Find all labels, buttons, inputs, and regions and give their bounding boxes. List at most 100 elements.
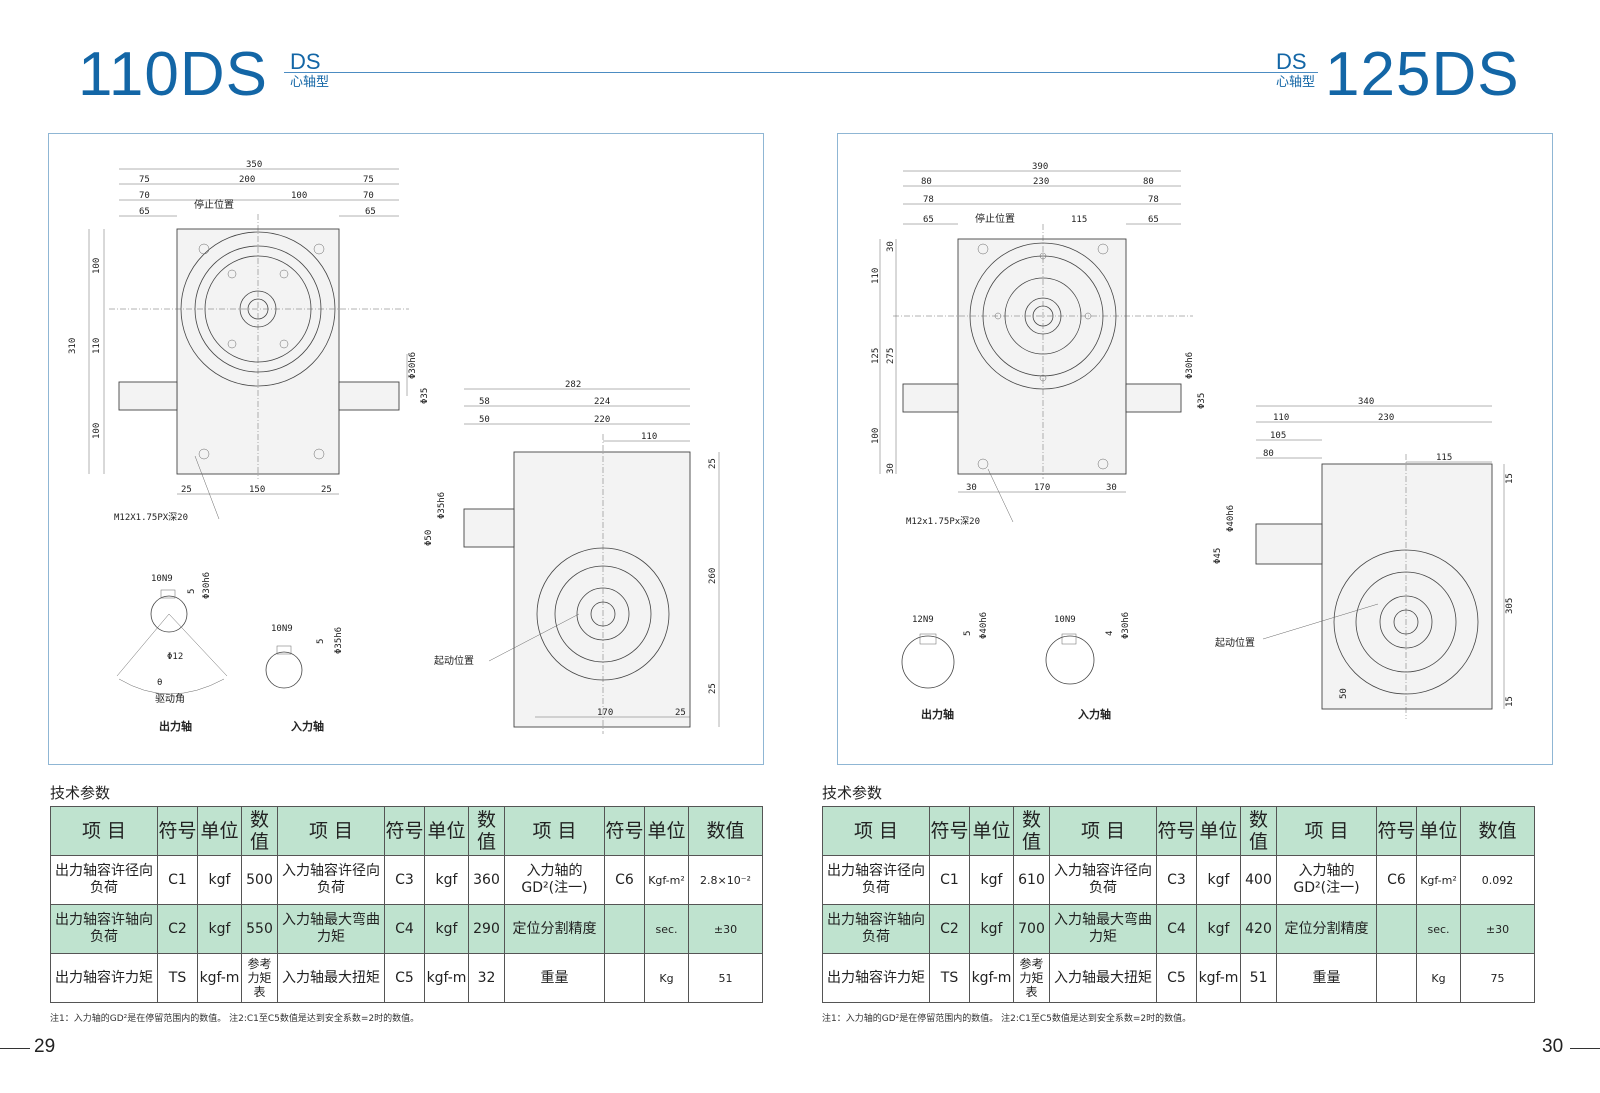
svg-text:80: 80 <box>921 177 932 187</box>
svg-text:5: 5 <box>187 589 197 594</box>
stop-position-label: 停止位置 <box>194 198 234 211</box>
svg-text:282: 282 <box>565 380 581 390</box>
svg-text:75: 75 <box>139 175 150 185</box>
svg-text:305: 305 <box>1505 598 1515 614</box>
type-label: 心轴型 <box>290 74 330 89</box>
start-position-label: 起动位置 <box>434 654 474 667</box>
series-label: DS <box>1276 49 1307 74</box>
svg-text:110: 110 <box>92 338 102 354</box>
svg-text:Φ35: Φ35 <box>420 388 430 404</box>
page-number-rule <box>0 1048 30 1049</box>
svg-text:80: 80 <box>1143 177 1154 187</box>
svg-text:78: 78 <box>1148 195 1159 205</box>
svg-text:30: 30 <box>886 241 896 252</box>
page-number-rule <box>1570 1048 1600 1049</box>
svg-text:100: 100 <box>92 258 102 274</box>
svg-text:Φ30h6: Φ30h6 <box>408 352 418 379</box>
drawing-panel: 350 75 200 75 70 100 70 65 65 停止位置 310 1… <box>48 133 764 765</box>
svg-text:220: 220 <box>594 415 610 425</box>
input-shaft-label: 入力轴 <box>291 719 324 733</box>
svg-text:25: 25 <box>181 485 192 495</box>
tech-params-title: 技术参数 <box>822 784 883 802</box>
technical-drawing: 350 75 200 75 70 100 70 65 65 停止位置 310 1… <box>68 160 720 734</box>
svg-text:75: 75 <box>363 175 374 185</box>
type-label: 心轴型 <box>1276 74 1316 89</box>
svg-text:30: 30 <box>886 463 896 474</box>
table-row: 出力轴容许径向负荷 C1 kgf 610 入力轴容许径向负荷 C3 kgf 40… <box>822 855 1535 905</box>
table-row: 出力轴容许力矩 TS kgf-m 参考力矩表 入力轴最大扭矩 C5 kgf-m … <box>50 953 763 1003</box>
svg-text:100: 100 <box>871 428 881 444</box>
svg-text:230: 230 <box>1378 413 1394 423</box>
output-shaft-label: 出力轴 <box>159 719 192 733</box>
svg-text:170: 170 <box>1034 483 1050 493</box>
output-shaft-label: 出力轴 <box>921 707 954 721</box>
svg-text:25: 25 <box>675 708 686 718</box>
stop-position-label: 停止位置 <box>975 212 1015 225</box>
svg-text:5: 5 <box>316 639 326 644</box>
svg-text:Φ40h6: Φ40h6 <box>979 612 989 639</box>
spec-table: 项 目 符号 单位 数值 项 目 符号 单位 数值 项 目 符号 单位 数值 出… <box>50 806 763 1003</box>
svg-text:4: 4 <box>1105 631 1115 636</box>
svg-text:170: 170 <box>597 708 613 718</box>
svg-text:200: 200 <box>239 175 255 185</box>
svg-text:Φ35h6: Φ35h6 <box>334 627 344 654</box>
model-subtitle: DS 心轴型 <box>1276 50 1315 90</box>
svg-text:390: 390 <box>1032 162 1048 172</box>
svg-text:110: 110 <box>871 268 881 284</box>
svg-text:310: 310 <box>68 338 78 354</box>
table-row: 出力轴容许轴向负荷 C2 kgf 700 入力轴最大弯曲力矩 C4 kgf 42… <box>822 904 1535 954</box>
svg-text:70: 70 <box>139 191 150 201</box>
svg-text:Φ30h6: Φ30h6 <box>1185 352 1195 379</box>
page-number: 29 <box>34 1036 56 1057</box>
thread-label: M12X1.75PX深20 <box>114 512 188 523</box>
svg-text:224: 224 <box>594 397 610 407</box>
drive-angle-label: 驱动角 <box>155 693 185 705</box>
table-row: 出力轴容许径向负荷 C1 kgf 500 入力轴容许径向负荷 C3 kgf 36… <box>50 855 763 905</box>
svg-text:Φ35: Φ35 <box>1197 393 1207 409</box>
svg-text:260: 260 <box>708 568 718 584</box>
table-row: 出力轴容许力矩 TS kgf-m 参考力矩表 入力轴最大扭矩 C5 kgf-m … <box>822 953 1535 1003</box>
dim-text: 350 <box>246 160 262 170</box>
input-shaft-right <box>338 381 400 411</box>
footnote: 注1：入力轴的GD²是在停留范围内的数值。 注2:C1至C5数值是达到安全系数=… <box>50 1014 420 1024</box>
svg-text:125: 125 <box>871 348 881 364</box>
series-label: DS <box>290 49 321 74</box>
input-shaft-left <box>902 383 959 413</box>
table-header-row: 项 目 符号 单位 数值 项 目 符号 单位 数值 项 目 符号 单位 数值 <box>50 806 763 856</box>
svg-text:15: 15 <box>1505 473 1515 484</box>
svg-text:340: 340 <box>1358 397 1374 407</box>
technical-drawing: 390 80 230 80 78 115 78 65 65 停止位置 30 11… <box>871 162 1515 721</box>
svg-text:Φ50: Φ50 <box>424 530 434 546</box>
svg-text:150: 150 <box>249 485 265 495</box>
svg-text:65: 65 <box>1148 215 1159 225</box>
thread-label: M12x1.75Px深20 <box>906 516 980 527</box>
svg-text:15: 15 <box>1505 696 1515 707</box>
svg-text:70: 70 <box>363 191 374 201</box>
svg-text:100: 100 <box>92 423 102 439</box>
svg-text:115: 115 <box>1071 215 1087 225</box>
table-row: 出力轴容许轴向负荷 C2 kgf 550 入力轴最大弯曲力矩 C4 kgf 29… <box>50 904 763 954</box>
svg-text:230: 230 <box>1033 177 1049 187</box>
spec-table: 项 目 符号 单位 数值 项 目 符号 单位 数值 项 目 符号 单位 数值 出… <box>822 806 1535 1003</box>
svg-text:Φ35h6: Φ35h6 <box>437 492 447 519</box>
drawing-panel: 390 80 230 80 78 115 78 65 65 停止位置 30 11… <box>837 133 1553 765</box>
svg-text:50: 50 <box>479 415 490 425</box>
svg-text:65: 65 <box>139 207 150 217</box>
input-shaft-right <box>1125 383 1182 413</box>
page-left: 110DS DS 心轴型 350 75 200 <box>0 40 800 1057</box>
svg-text:50: 50 <box>1339 688 1349 699</box>
svg-text:Φ12: Φ12 <box>167 652 183 662</box>
model-title: 110DS <box>78 40 268 109</box>
svg-text:10N9: 10N9 <box>151 574 173 584</box>
model-title: 125DS <box>1325 40 1520 109</box>
svg-text:30: 30 <box>966 483 977 493</box>
model-subtitle: DS 心轴型 <box>290 50 329 90</box>
tech-params-title: 技术参数 <box>50 784 111 802</box>
side-housing <box>513 451 691 728</box>
svg-text:115: 115 <box>1436 453 1452 463</box>
svg-text:Φ30h6: Φ30h6 <box>1121 612 1131 639</box>
table-header-row: 项 目 符号 单位 数值 项 目 符号 单位 数值 项 目 符号 单位 数值 <box>822 806 1535 856</box>
input-shaft-left <box>118 381 178 411</box>
header-rule <box>800 72 1318 73</box>
page-number: 30 <box>1542 1036 1564 1057</box>
